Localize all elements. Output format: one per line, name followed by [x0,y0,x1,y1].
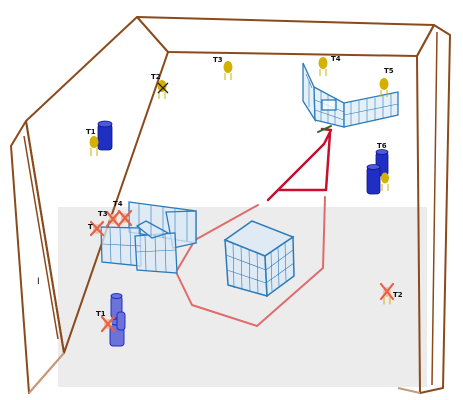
yellow-target-icon [318,57,328,69]
right-wall-panel [416,24,451,394]
route-loop-segment [277,131,332,192]
cage-cube-center [223,220,295,298]
left-wall-panel [10,120,65,394]
cleared-target-t1-front [100,315,116,333]
black-cross-icon [157,82,169,94]
right-floor-edge [397,387,421,394]
red-cross-icon [379,282,395,301]
red-cross-icon [105,210,121,228]
left-wall-mark: I [37,277,40,287]
label-t3-front: T3 [98,210,108,218]
target-t5-back [379,78,389,97]
label-t2-back: T2 [151,73,161,81]
left-wall-inner-edge [23,135,59,340]
cleared-targets-front-left [89,209,133,237]
room-wall-frame [10,16,451,394]
label-t1-back: T1 [86,128,96,136]
red-cross-icon [100,315,116,333]
label-t4-back: T4 [331,55,341,63]
label-t5-back: T5 [384,67,394,75]
label-t2-front: T2 [393,291,403,299]
target-t2-back [157,80,169,99]
barrel-stack-t1-back [97,120,113,151]
red-cross-icon [117,209,133,227]
label-t3-back: T3 [213,56,223,64]
yellow-target-icon [223,61,233,73]
target-t6 [381,172,389,191]
left-floor-edge [28,352,65,394]
yellow-target-icon [89,136,99,148]
barrel-stack-front-left [109,293,126,347]
route-upper-segment [266,127,333,202]
yellow-target-icon [379,78,389,90]
label-t4-front: T4 [113,200,123,208]
right-wall-inner-edge [431,31,438,386]
cage-wall-back-right [302,62,399,128]
back-wall-top-panel [136,16,435,57]
red-cross-icon [89,220,105,237]
label-t-front: T [88,223,93,231]
target-t4-back [318,57,328,76]
route-short-segment [317,125,332,133]
target-t3-back [223,61,233,80]
cleared-target-t2-front [379,282,395,305]
barrel-stack-t6 [366,149,389,195]
cage-cluster-left [100,201,197,274]
target-t1-back [89,136,99,156]
label-t1-front: T1 [96,310,106,318]
label-t6: T6 [377,142,387,150]
yellow-target-icon [381,172,389,184]
